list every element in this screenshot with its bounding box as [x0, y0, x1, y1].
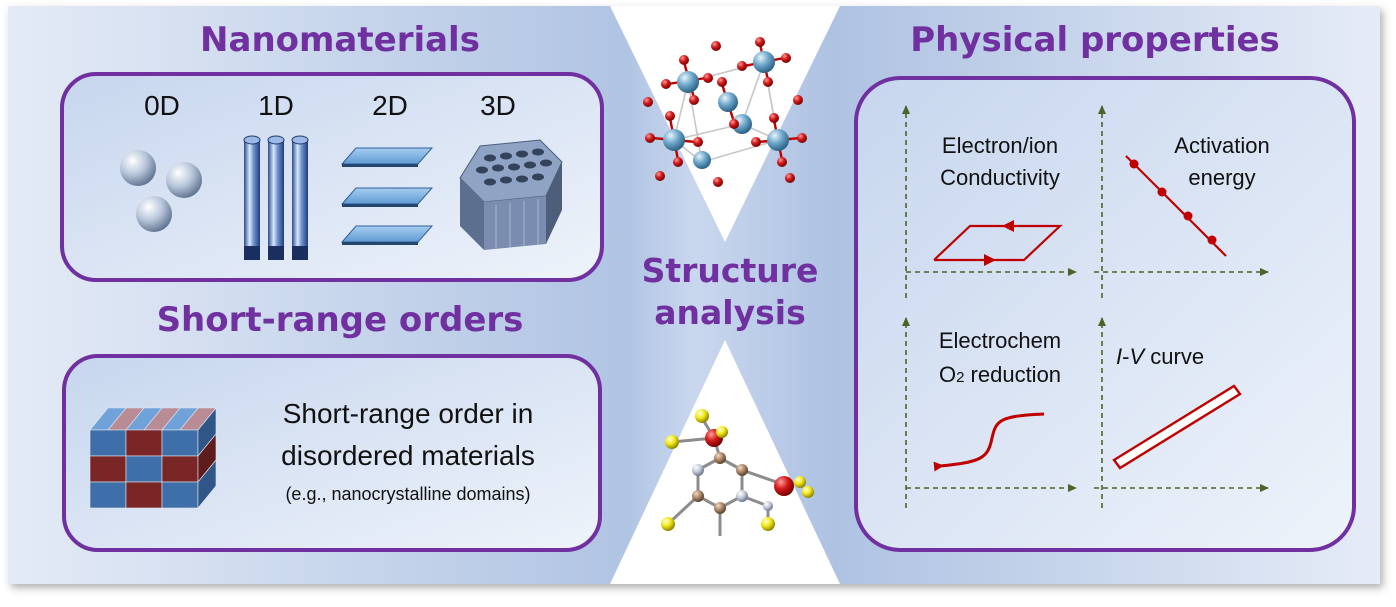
short-range-title: Short-range orders — [156, 300, 524, 340]
plot-label-iv: I-V curve — [1116, 344, 1205, 369]
structure-analysis-line2: analysis — [654, 293, 806, 332]
top-wedge — [610, 6, 840, 242]
plot-label-orr: Electrochem O2 reduction — [912, 324, 1088, 395]
structure-analysis-line1: Structure — [641, 251, 819, 290]
plot-label-conductivity: Electron/ion Conductivity — [912, 130, 1088, 194]
structure-analysis-title: Structure analysis — [625, 250, 835, 334]
crystal-structure — [643, 37, 807, 187]
molecule — [661, 409, 814, 536]
activation-line1: Activation — [1174, 133, 1270, 158]
plot-label-activation: Activation energy — [1140, 130, 1304, 194]
activation-line — [1125, 155, 1227, 257]
hysteresis-loop — [933, 220, 1063, 266]
dim-label-3d: 3D — [480, 90, 516, 121]
nanomaterials-title: Nanomaterials — [200, 20, 480, 60]
sheets-2d — [340, 147, 434, 245]
conductivity-line1: Electron/ion — [941, 133, 1059, 158]
dim-label-1d: 1D — [258, 90, 294, 121]
dim-label-2d: 2D — [372, 90, 408, 121]
checkered-cube — [89, 407, 217, 509]
sro-note: (e.g., nanocrystalline domains) — [285, 484, 531, 504]
rods-1d — [243, 135, 309, 260]
conductivity-line2: Conductivity — [940, 165, 1060, 190]
activation-line2: energy — [1188, 165, 1256, 190]
dim-label-0d: 0D — [144, 90, 180, 121]
physical-properties-title: Physical properties — [910, 20, 1280, 60]
orr-curve — [933, 412, 1045, 472]
orr-line2: O2 reduction — [938, 362, 1062, 387]
porous-3d — [459, 139, 563, 250]
sro-text-line2: disordered materials — [281, 440, 535, 471]
iv-line — [1112, 384, 1242, 470]
physical-properties-box — [854, 76, 1356, 552]
orr-line1: Electrochem — [938, 328, 1062, 353]
spheres-0d — [120, 150, 202, 232]
sro-text-line1: Short-range order in — [282, 398, 534, 429]
